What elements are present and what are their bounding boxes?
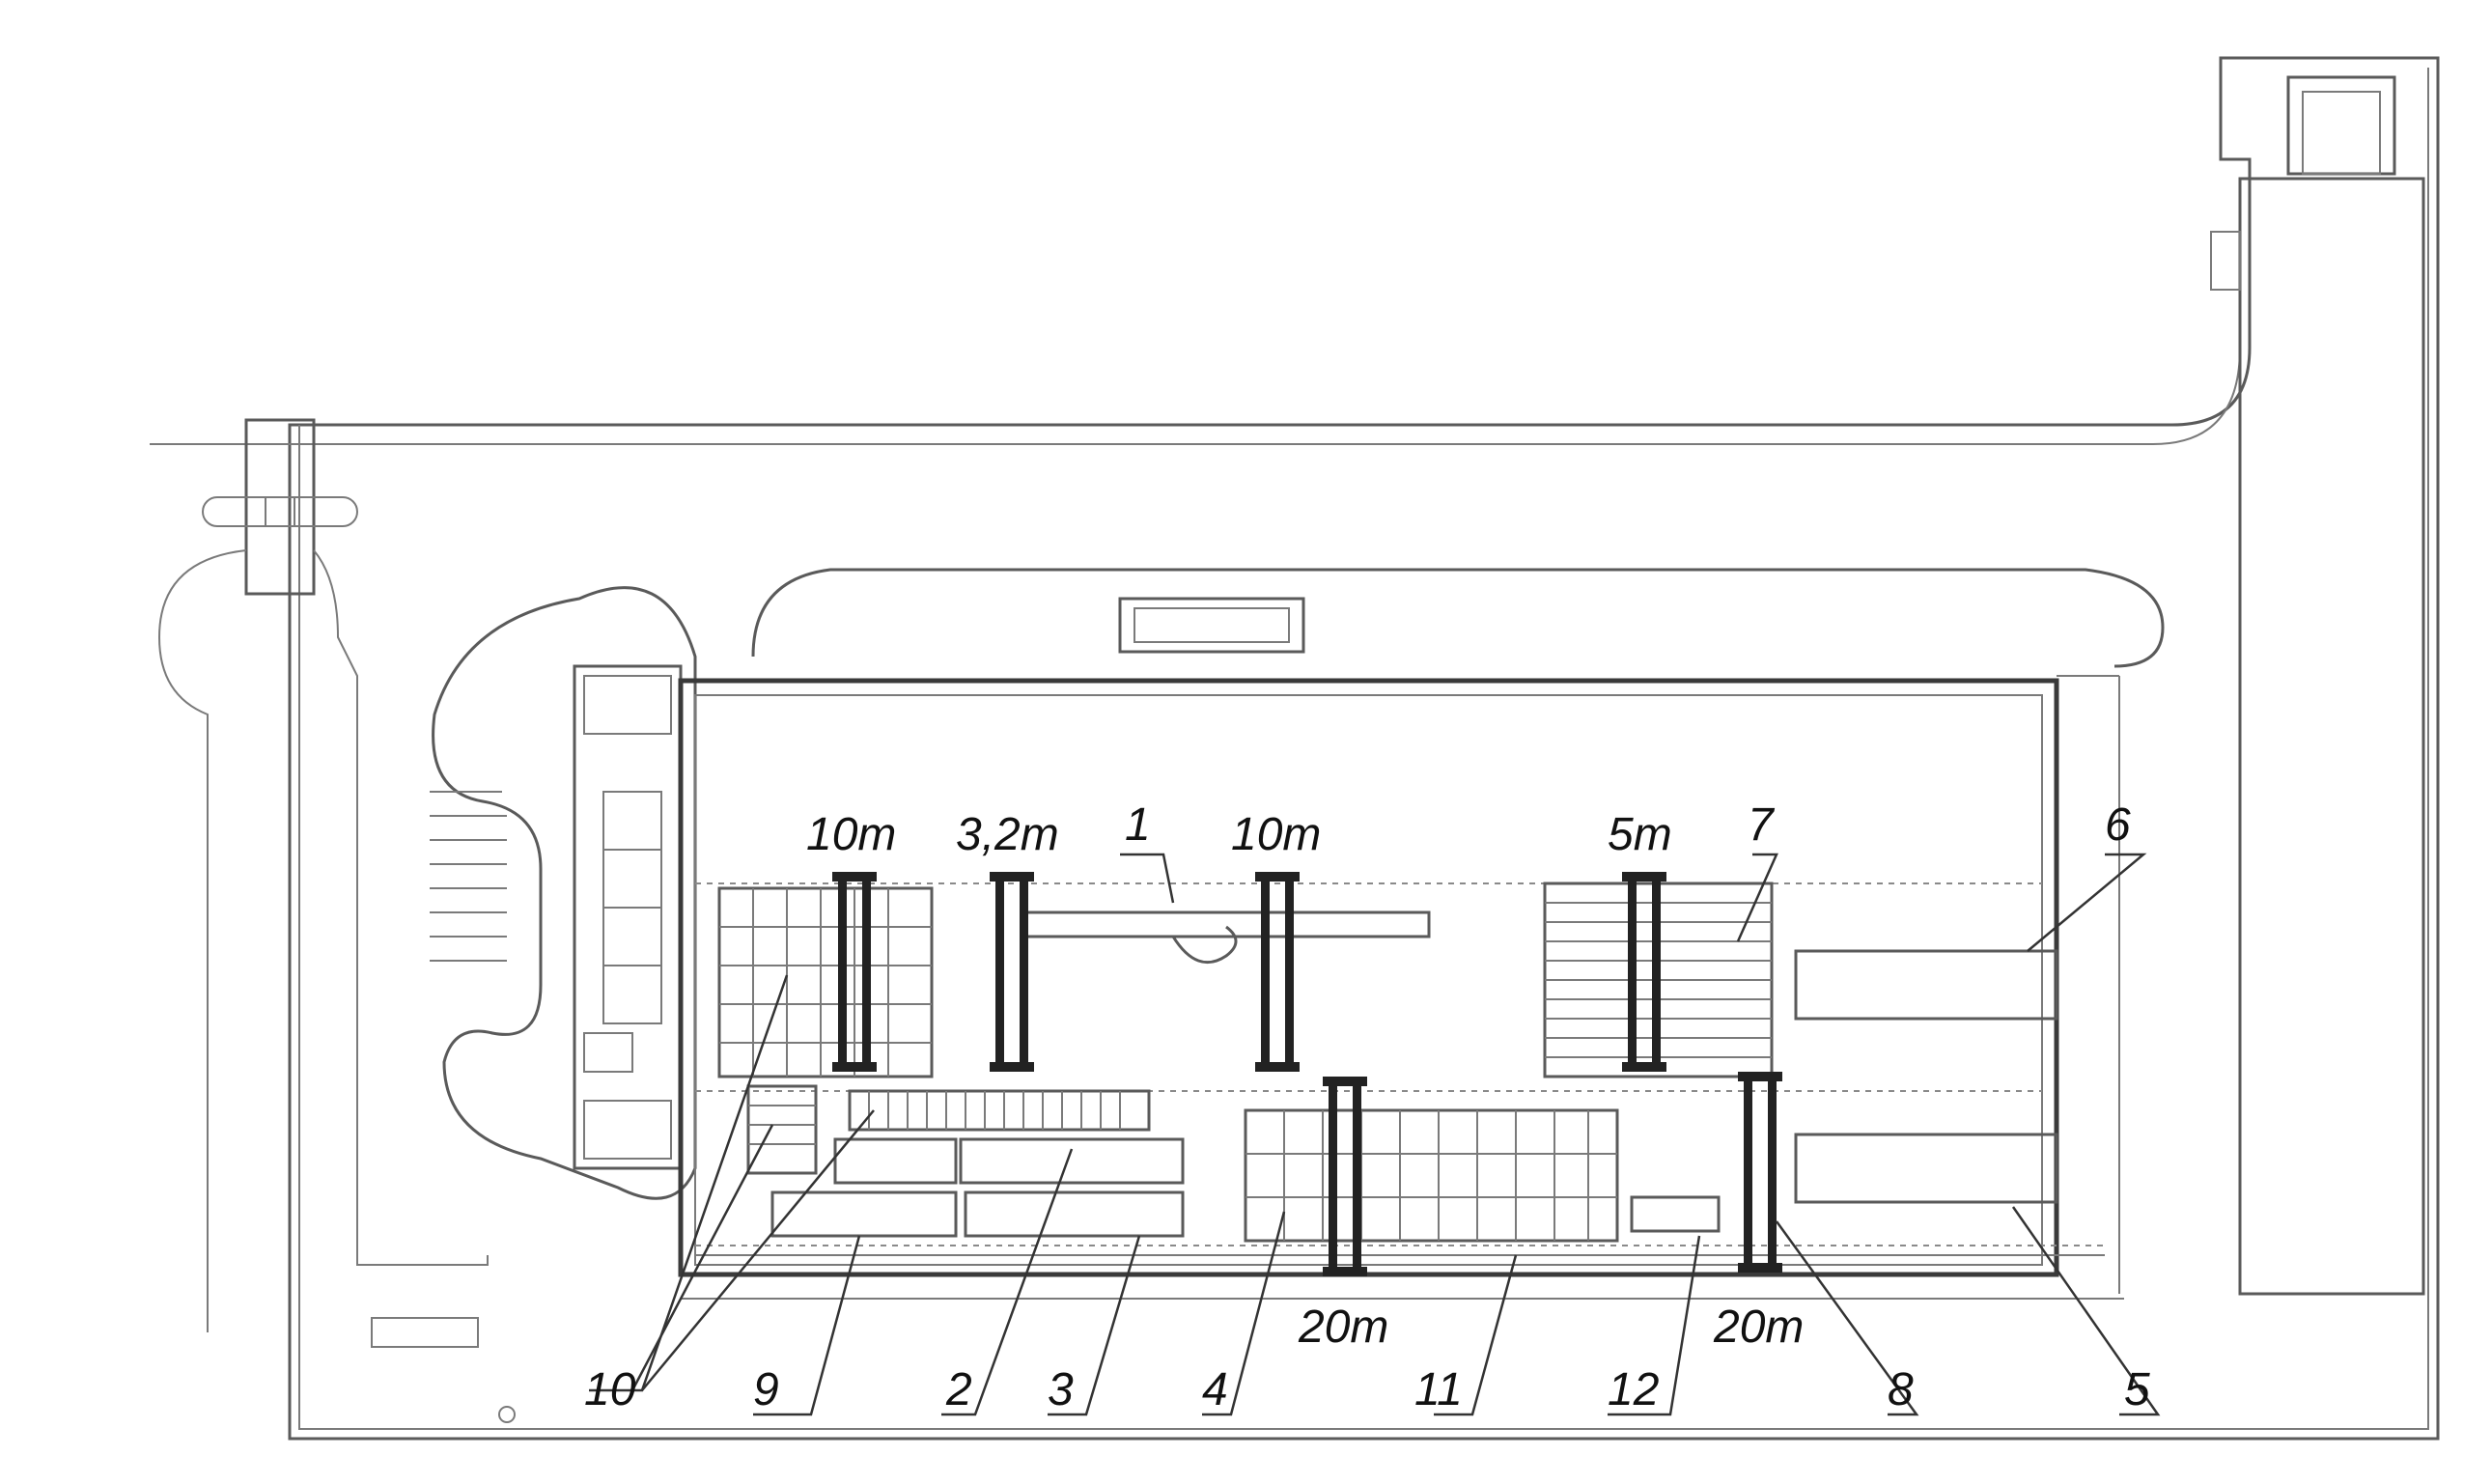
auxiliary-building [430, 586, 697, 1200]
crane-10m-left [832, 872, 877, 1072]
cranes [832, 872, 1782, 1276]
storage-zones [695, 882, 2105, 1256]
crane-20m-left [1323, 1077, 1367, 1276]
number-10: 10 [584, 1364, 636, 1415]
number-6: 6 [2105, 799, 2131, 851]
number-3: 3 [1048, 1364, 1074, 1415]
label-crane-5m: 5m [1608, 809, 1672, 860]
item-numbers: 1 7 6 10 9 2 3 4 11 12 8 5 [584, 799, 2150, 1415]
label-crane-20m-left: 20m [1298, 1302, 1388, 1353]
left-access-road [157, 418, 516, 1423]
leader-lines [589, 853, 2161, 1416]
crane-10m-middle [1255, 872, 1300, 1072]
main-building [678, 568, 2165, 1300]
number-2: 2 [945, 1364, 972, 1415]
number-5: 5 [2124, 1364, 2150, 1415]
number-8: 8 [1888, 1364, 1914, 1415]
number-4: 4 [1202, 1364, 1228, 1415]
crane-labels: 10m 3,2m 10m 5m 20m 20m [806, 809, 1804, 1353]
number-7: 7 [1748, 799, 1776, 851]
number-9: 9 [753, 1364, 779, 1415]
label-crane-10m-left: 10m [806, 809, 896, 860]
number-11: 11 [1414, 1364, 1463, 1415]
crane-20m-right [1738, 1072, 1782, 1273]
label-crane-3-2m: 3,2m [956, 809, 1059, 860]
number-12: 12 [1608, 1364, 1659, 1415]
label-crane-10m-middle: 10m [1231, 809, 1321, 860]
crane-3-2m [990, 872, 1034, 1072]
site-boundary [150, 56, 2440, 1441]
label-crane-20m-right: 20m [1713, 1302, 1804, 1353]
number-1: 1 [1125, 799, 1151, 851]
crane-5m [1622, 872, 1666, 1072]
